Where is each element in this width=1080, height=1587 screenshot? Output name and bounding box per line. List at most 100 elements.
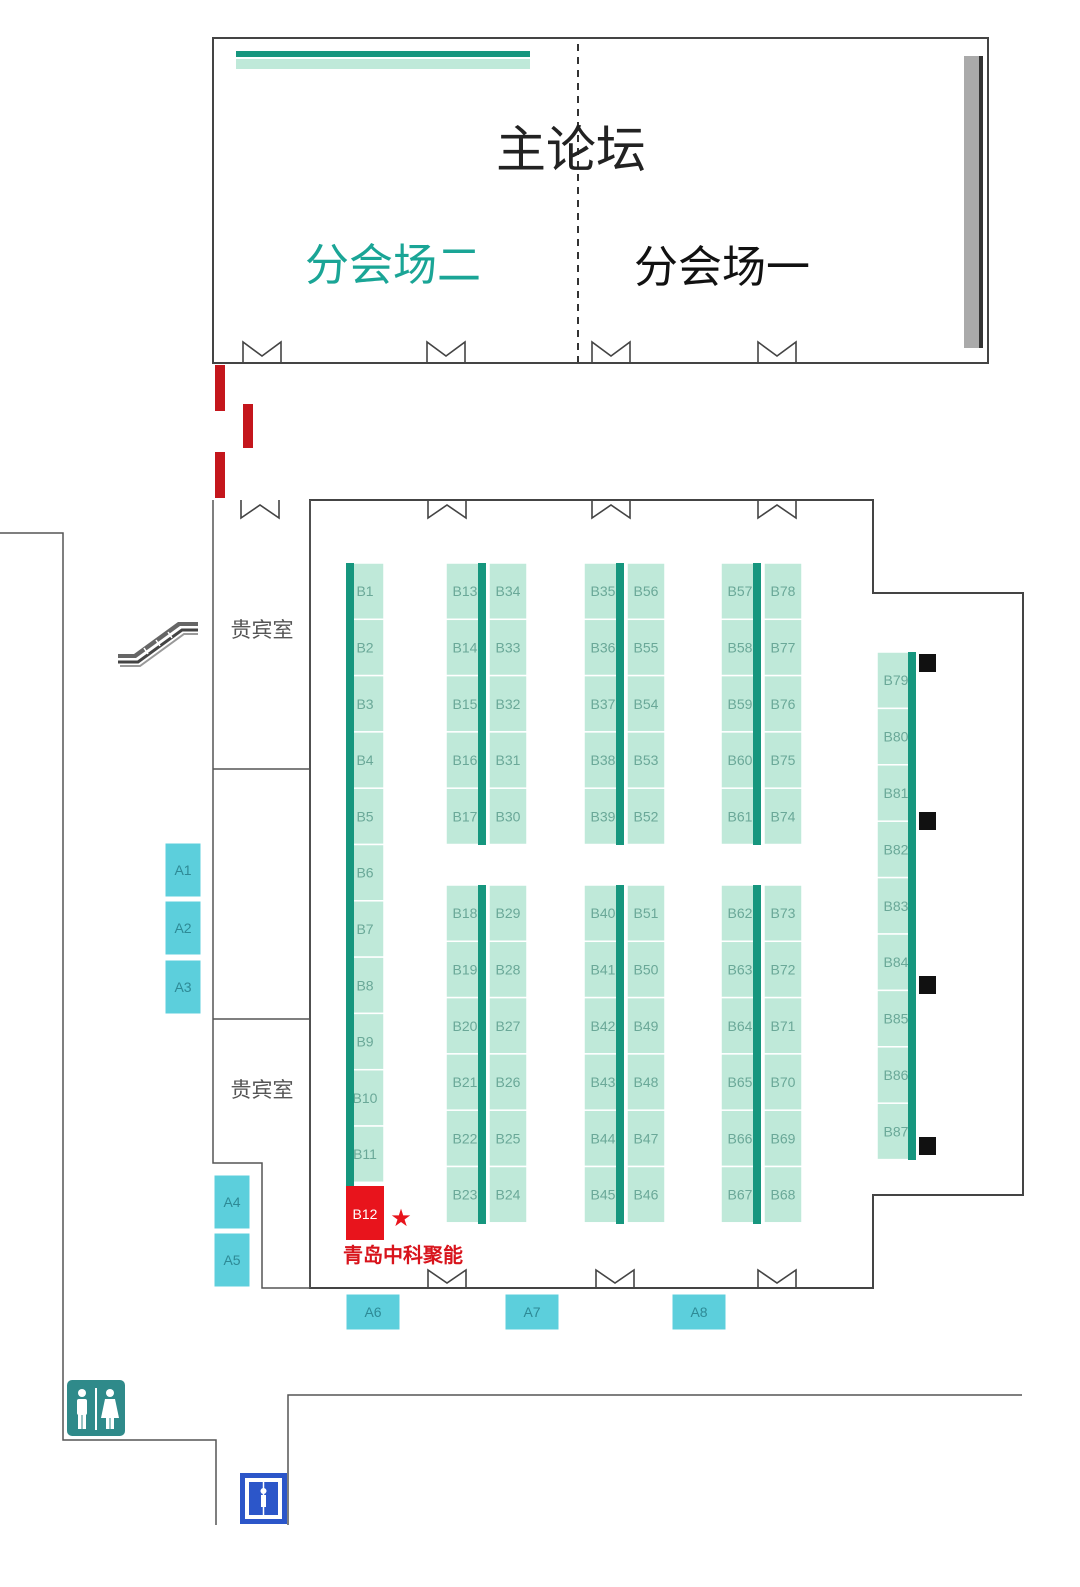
booth-a5[interactable] (213, 1232, 251, 1288)
booth-b23[interactable] (445, 1165, 485, 1224)
booth-b55[interactable] (626, 618, 666, 677)
booth-b31[interactable] (488, 731, 528, 789)
booth-b72[interactable] (763, 940, 803, 999)
booth-b12[interactable] (346, 1186, 384, 1240)
booth-label: B38 (591, 752, 616, 768)
booth-label: A4 (223, 1194, 240, 1210)
booth-b60[interactable] (720, 731, 760, 789)
pillar-marker (919, 812, 936, 830)
door-icon (240, 500, 280, 520)
booth-label: B30 (496, 808, 521, 824)
booth-label: B77 (771, 639, 796, 655)
booth-b14[interactable] (445, 618, 485, 677)
booth-a8[interactable] (671, 1293, 727, 1331)
booth-label: B33 (496, 639, 521, 655)
booth-b59[interactable] (720, 674, 760, 733)
main-forum-hall: 主论坛 分会场二 分会场一 (212, 37, 989, 364)
booth-label: B4 (356, 752, 373, 768)
booth-label: B29 (496, 905, 521, 921)
highlight-booth[interactable]: B12 ★ 青岛中科聚能 (343, 1186, 463, 1267)
booth-label: B5 (356, 808, 373, 824)
booth-b39[interactable] (583, 787, 623, 846)
booth-a3[interactable] (164, 959, 202, 1015)
booth-label: B76 (771, 696, 796, 712)
booth-b17[interactable] (445, 787, 485, 846)
booth-a1[interactable] (164, 842, 202, 898)
booth-label: B1 (356, 583, 373, 599)
door-icon (757, 500, 797, 520)
booth-b30[interactable] (488, 787, 528, 846)
booth-label: B78 (771, 583, 796, 599)
outer-wall-bottom (287, 1394, 1022, 1525)
booth-b41[interactable] (583, 940, 623, 999)
booth-label: B60 (728, 752, 753, 768)
booth-b76[interactable] (763, 674, 803, 733)
booth-label: B63 (728, 961, 753, 977)
booth-b21[interactable] (445, 1053, 485, 1111)
booth-b26[interactable] (488, 1053, 528, 1111)
booth-b77[interactable] (763, 618, 803, 677)
exhibition-hall-outline (309, 499, 1024, 1289)
booth-row-spine (753, 563, 761, 845)
booth-label: B18 (453, 905, 478, 921)
booth-label: B42 (591, 1018, 616, 1034)
booth-label: A6 (364, 1304, 381, 1320)
booth-b28[interactable] (488, 940, 528, 999)
booth-b64[interactable] (720, 996, 760, 1055)
booth-a2[interactable] (164, 900, 202, 956)
booth-a4[interactable] (213, 1174, 251, 1230)
booth-b32[interactable] (488, 674, 528, 733)
booth-b29[interactable] (488, 884, 528, 943)
booth-label: B31 (496, 752, 521, 768)
booth-label: B48 (634, 1074, 659, 1090)
booth-b13[interactable] (445, 562, 485, 621)
booth-b70[interactable] (763, 1053, 803, 1111)
booth-label: B3 (356, 696, 373, 712)
booth-b27[interactable] (488, 996, 528, 1055)
booth-b44[interactable] (583, 1109, 623, 1168)
booth-label: B80 (884, 729, 909, 745)
booth-label: B69 (771, 1130, 796, 1146)
booth-b46[interactable] (626, 1165, 666, 1224)
booth-row-spine (478, 885, 486, 1224)
booth-a6[interactable] (345, 1293, 401, 1331)
sub-hall-two-label: 分会场二 (305, 240, 481, 291)
booth-b63[interactable] (720, 940, 760, 999)
stage-bar-shadow (236, 59, 530, 69)
booth-label: B51 (634, 905, 659, 921)
pillar-marker (919, 654, 936, 672)
booth-b50[interactable] (626, 940, 666, 999)
booth-label: B65 (728, 1074, 753, 1090)
booth-b75[interactable] (763, 731, 803, 789)
booth-b66[interactable] (720, 1109, 760, 1168)
booth-b57[interactable] (720, 562, 760, 621)
booth-label: B39 (591, 808, 616, 824)
booth-b53[interactable] (626, 731, 666, 789)
booth-b54[interactable] (626, 674, 666, 733)
booth-label: B49 (634, 1018, 659, 1034)
booth-label: B71 (771, 1018, 796, 1034)
booth-b24[interactable] (488, 1165, 528, 1224)
booth-label: B58 (728, 639, 753, 655)
booth-b48[interactable] (626, 1053, 666, 1111)
door-icon (757, 340, 797, 362)
booth-b42[interactable] (583, 996, 623, 1055)
booth-label: B41 (591, 961, 616, 977)
pillar-markers (919, 654, 936, 1155)
booth-label: B32 (496, 696, 521, 712)
door-icon (242, 340, 282, 362)
booth-label: B62 (728, 905, 753, 921)
booth-b34[interactable] (488, 562, 528, 621)
booth-b78[interactable] (763, 562, 803, 621)
booth-b52[interactable] (626, 787, 666, 846)
booth-a7[interactable] (504, 1293, 560, 1331)
booth-label: B47 (634, 1130, 659, 1146)
booth-label: B45 (591, 1187, 616, 1203)
booth-b68[interactable] (763, 1165, 803, 1224)
booth-label: B17 (453, 808, 478, 824)
booth-b51[interactable] (626, 884, 666, 943)
booth-b74[interactable] (763, 787, 803, 846)
booth-label: B37 (591, 696, 616, 712)
pillar-marker (919, 1137, 936, 1155)
